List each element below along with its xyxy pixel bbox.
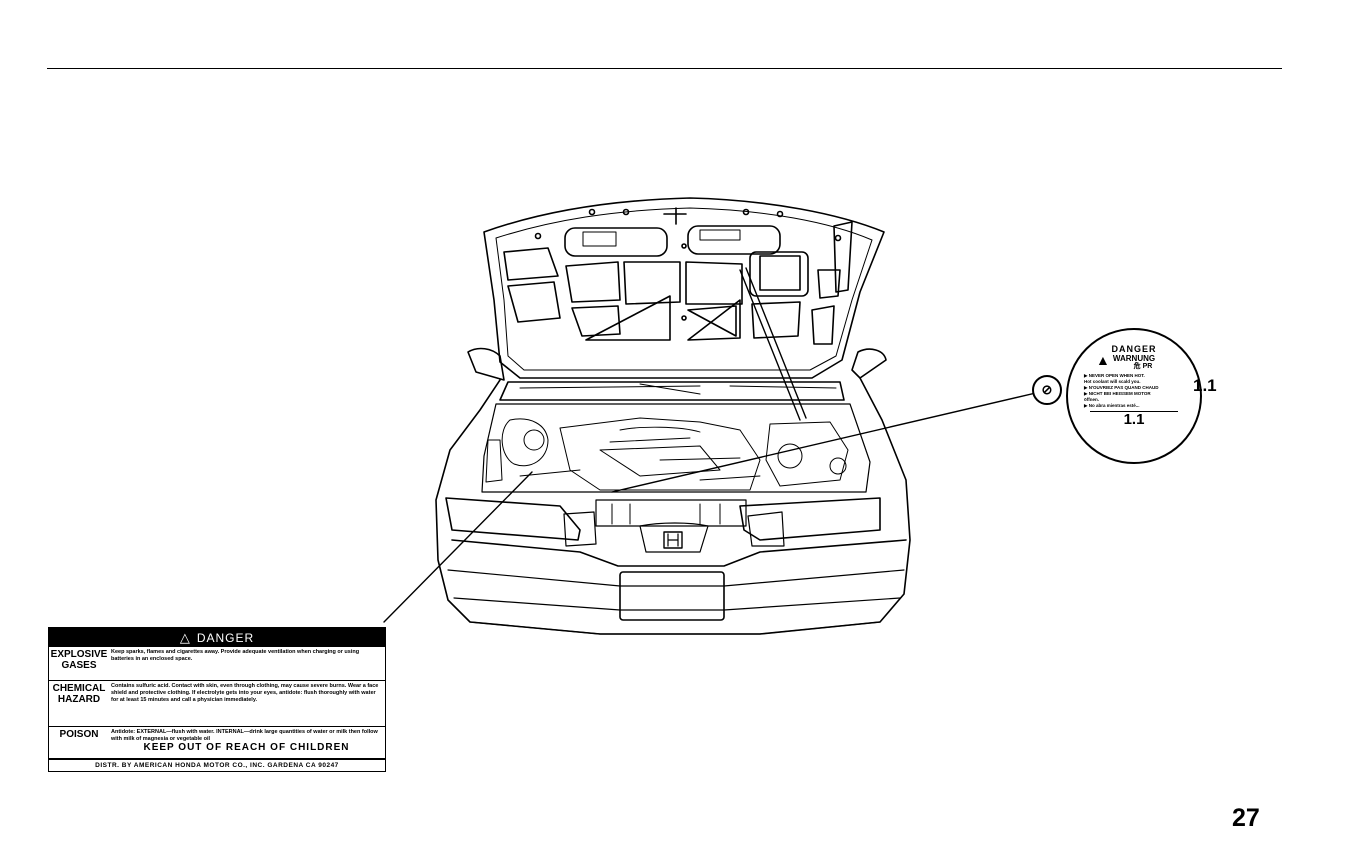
battery-label-title: DANGER	[196, 631, 255, 645]
label-row-explosive: EXPLOSIVE GASES Keep sparks, flames and …	[49, 647, 385, 681]
car-body-outline	[435, 377, 911, 635]
label-key-line1: EXPLOSIVE	[50, 649, 108, 660]
cap-line: ▶ NICHT BEI HEISSEM MOTOR	[1084, 391, 1151, 396]
label-text: Keep sparks, flames and cigarettes away.…	[111, 649, 360, 662]
cap-divider	[1090, 411, 1178, 412]
label-key-line2: GASES	[61, 660, 97, 671]
radiator-cap-side-icon: ⊘	[1032, 375, 1062, 405]
label-text-wrap: Antidote: EXTERNAL—flush with water. INT…	[109, 727, 385, 758]
leader-line-radiator-cap	[611, 391, 1041, 493]
cap-line: öffnen.	[1084, 397, 1099, 402]
label-key: CHEMICAL HAZARD	[49, 681, 109, 726]
hood-inner	[495, 207, 873, 371]
label-footer: DISTR. BY AMERICAN HONDA MOTOR CO., INC.…	[49, 759, 385, 770]
label-key-line1: CHEMICAL	[52, 683, 106, 694]
label-row-poison: POISON Antidote: EXTERNAL—flush with wat…	[49, 727, 385, 759]
battery-label-header: △ DANGER	[49, 628, 385, 647]
leader-line-battery	[383, 471, 533, 623]
engine-bay	[481, 403, 871, 493]
keep-out-text: KEEP OUT OF REACH OF CHILDREN	[143, 742, 350, 753]
page-number: 27	[1232, 804, 1260, 832]
label-key-line2: HAZARD	[57, 694, 101, 705]
radiator-cap: ▲ DANGER WARNUNG 危 PR ▶ NEVER OPEN WHEN …	[1066, 328, 1202, 464]
cap-sub2: 危 PR	[1133, 363, 1153, 370]
label-key: POISON	[49, 727, 109, 758]
label-key-line1: POISON	[59, 729, 99, 740]
cap-line: ▶ No abra mientras esté...	[1084, 403, 1140, 408]
cap-pressure-value: 1.1	[1123, 411, 1145, 428]
hood-outline	[483, 197, 885, 379]
hood-prop-rod	[739, 267, 807, 421]
label-row-chemical: CHEMICAL HAZARD Contains sulfuric acid. …	[49, 681, 385, 727]
cap-line: Hot coolant will scald you.	[1084, 379, 1141, 384]
cap-subtitle: WARNUNG	[1112, 354, 1156, 363]
warning-triangle-icon: ▲	[1096, 352, 1110, 368]
cap-title: DANGER	[1111, 344, 1157, 354]
cap-side-pressure-value: 1.1	[1193, 376, 1217, 395]
cap-line: ▶ N'OUVRIEZ PAS QUAND CHAUD	[1084, 385, 1159, 390]
battery-danger-label: △ DANGER EXPLOSIVE GASES Keep sparks, fla…	[48, 627, 386, 772]
label-text: Contains sulfuric acid. Contact with ski…	[111, 683, 379, 703]
label-text: Antidote: EXTERNAL—flush with water. INT…	[111, 729, 378, 742]
cap-warning-lines: ▶ NEVER OPEN WHEN HOT. Hot coolant will …	[1084, 373, 1188, 409]
warning-triangle-icon: △	[179, 630, 191, 645]
cap-line: ▶ NEVER OPEN WHEN HOT.	[1084, 373, 1145, 378]
label-key: EXPLOSIVE GASES	[49, 647, 109, 680]
header-rule	[47, 68, 1282, 69]
